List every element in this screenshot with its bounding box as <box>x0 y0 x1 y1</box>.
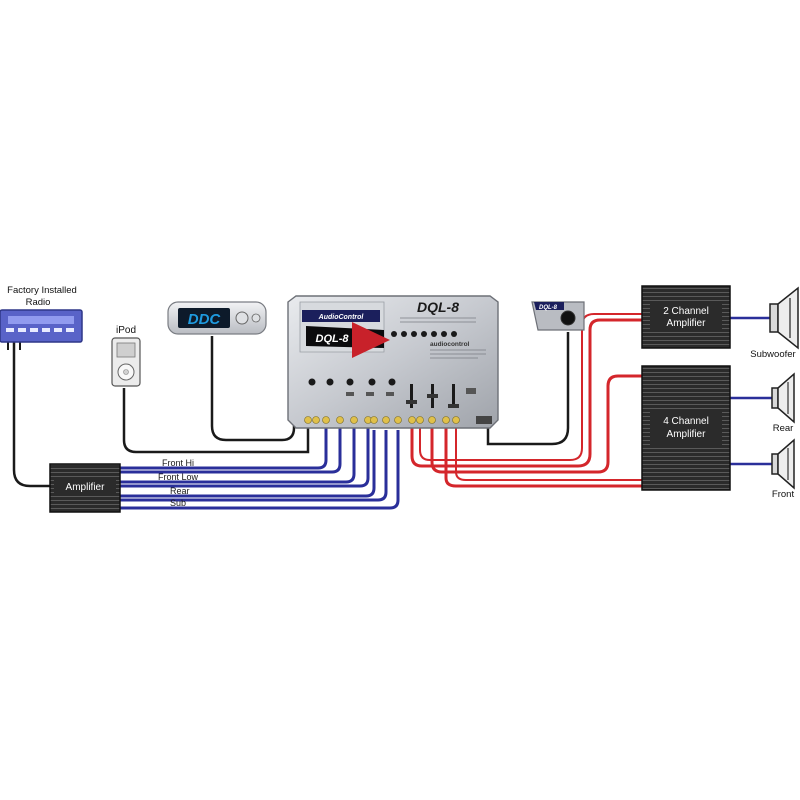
cable-front-low-2 <box>118 426 370 488</box>
cable-front-low <box>118 426 356 484</box>
dql8-processor: AudioControl DQL-8 DQL-8 audiocontrol <box>287 295 499 429</box>
cable-sub <box>118 430 400 510</box>
subwoofer-speaker-icon <box>769 286 799 350</box>
cable-front-hi-2 <box>118 426 342 474</box>
out-cable-rear <box>430 374 642 474</box>
input-amplifier: Amplifier <box>49 463 121 513</box>
remote-display <box>178 308 230 328</box>
ddc-remote: DDC <box>167 301 267 335</box>
ipod: iPod <box>111 325 141 387</box>
input-amplifier-label: Amplifier <box>66 482 106 493</box>
out-cable-front <box>444 426 642 488</box>
ipod-cable <box>122 388 310 454</box>
factory-radio: Factory Installed Radio <box>0 285 83 343</box>
remote-display-text: DDC <box>188 311 222 328</box>
cables <box>7 313 774 510</box>
speaker-front: Front <box>771 438 795 500</box>
out-cable-sub-2 <box>419 313 642 461</box>
out-cable-sub <box>410 318 642 468</box>
amp-4-channel: 4 Channel Amplifier <box>641 365 731 491</box>
rear-speaker-icon <box>771 372 795 424</box>
subwoofer-label: Subwoofer <box>750 349 795 360</box>
processor-rca-jacks <box>304 416 492 424</box>
dql8-remote-knob: DQL-8 <box>531 301 585 331</box>
cable-rear-2 <box>118 430 388 502</box>
factory-radio-label-2: Radio <box>26 297 51 308</box>
speaker-subwoofer: Subwoofer <box>750 286 799 360</box>
signal-label-rear: Rear <box>170 486 190 496</box>
amp-2-channel-label-2: Amplifier <box>667 318 707 329</box>
amp-4-channel-label-1: 4 Channel <box>663 416 709 427</box>
speaker-rear: Rear <box>771 372 795 434</box>
front-label: Front <box>772 489 795 500</box>
signal-label-front-hi: Front Hi <box>162 458 194 468</box>
knob-4-icon <box>368 378 376 386</box>
processor-fine-print <box>400 317 486 359</box>
processor-brand: AudioControl <box>318 314 365 321</box>
remote-button-icon <box>235 311 249 325</box>
amp-2-channel-label-1: 2 Channel <box>663 306 709 317</box>
cable-rear <box>118 430 376 498</box>
radio-body <box>0 309 83 343</box>
processor-sliders <box>406 384 459 408</box>
processor-leds <box>391 331 457 337</box>
amp-2-channel: 2 Channel Amplifier <box>641 285 731 349</box>
cable-front-hi <box>118 426 328 470</box>
knob-cable <box>486 332 570 446</box>
remote-cable <box>210 336 296 442</box>
knob-label: DQL-8 <box>539 305 558 311</box>
processor-knobs <box>308 378 396 386</box>
processor-subtitle: audiocontrol <box>430 341 470 348</box>
factory-radio-label-1: Factory Installed <box>7 285 77 296</box>
processor-badge: DQL-8 <box>316 333 350 345</box>
amp-4-channel-label-2: Amplifier <box>667 429 707 440</box>
signal-label-sub: Sub <box>170 498 186 508</box>
signal-labels: Front Hi Front Low Rear Sub <box>158 458 199 508</box>
knob-1-icon <box>308 378 316 386</box>
radio-cable <box>12 340 50 488</box>
knob-dial-icon <box>560 310 576 326</box>
knob-5-icon <box>388 378 396 386</box>
knob-2-icon <box>326 378 334 386</box>
knob-3-icon <box>346 378 354 386</box>
front-speaker-icon <box>771 438 795 490</box>
rear-label: Rear <box>773 423 794 434</box>
ipod-label: iPod <box>116 325 136 336</box>
signal-label-front-low: Front Low <box>158 472 199 482</box>
out-cable-front-2 <box>455 426 642 481</box>
processor-model: DQL-8 <box>417 299 459 315</box>
